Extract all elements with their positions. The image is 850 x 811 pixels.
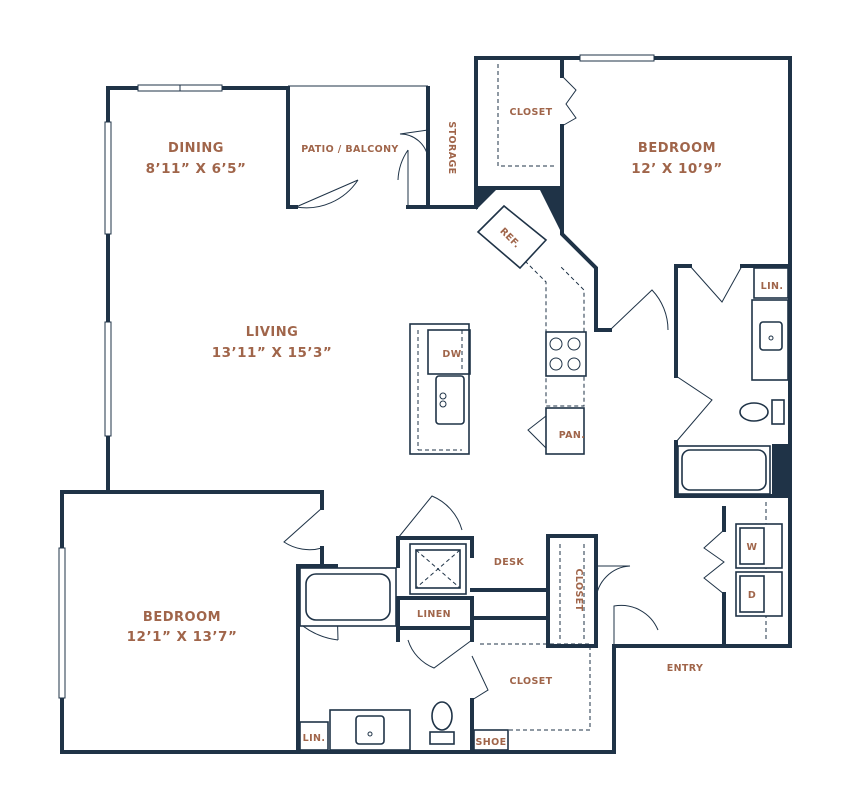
refrigerator-icon <box>476 204 548 270</box>
toilet-icon <box>739 399 785 425</box>
desk-label: DESK <box>494 557 524 568</box>
living-dims: 13’11” X 15’3” <box>212 345 333 361</box>
range-icon <box>545 331 587 377</box>
windows <box>58 54 655 699</box>
linen-bottom-label: LIN. <box>303 733 326 744</box>
washer-icon <box>735 523 783 569</box>
closet-top-label: CLOSET <box>510 107 553 118</box>
bedroom2-name: BEDROOM <box>143 610 221 625</box>
bath-sink-icon <box>751 299 789 381</box>
dw-label: DW <box>442 349 461 360</box>
dryer-icon <box>735 571 783 617</box>
dining-name: DINING <box>168 141 224 156</box>
bathtub-icon <box>299 567 397 627</box>
patio-label: PATIO / BALCONY <box>301 144 398 155</box>
fixtures <box>299 188 790 751</box>
linen-top-label: LIN. <box>761 281 784 292</box>
doors <box>283 75 743 701</box>
washer-label: W <box>747 542 758 553</box>
closet-mid-label: CLOSET <box>573 569 584 612</box>
island-sink-icon <box>427 329 471 425</box>
bath-sink-icon <box>329 709 411 751</box>
linen-mid-label: LINEN <box>417 609 451 620</box>
living-name: LIVING <box>246 325 299 340</box>
bedroom1-name: BEDROOM <box>638 141 716 156</box>
closet-bottom-label: CLOSET <box>510 676 553 687</box>
toilet-icon <box>429 701 455 745</box>
shoe-label: SHOE <box>476 737 507 748</box>
dryer-label: D <box>748 590 756 601</box>
bedroom2-dims: 12’1” X 13’7” <box>127 629 238 645</box>
bathtub-icon <box>677 445 771 495</box>
shower-icon <box>409 543 467 595</box>
pantry-label: PAN. <box>559 430 586 441</box>
dining-dims: 8’11” X 6’5” <box>146 161 247 177</box>
bedroom1-dims: 12’ X 10’9” <box>631 161 722 177</box>
room-labels: DINING 8’11” X 6’5” LIVING 13’11” X 15’3… <box>127 141 723 645</box>
entry-label: ENTRY <box>667 663 704 674</box>
storage-label: STORAGE <box>446 121 457 174</box>
fixture-labels: STORAGE CLOSET REF. LIN. DW PAN. W D DES… <box>303 107 784 748</box>
